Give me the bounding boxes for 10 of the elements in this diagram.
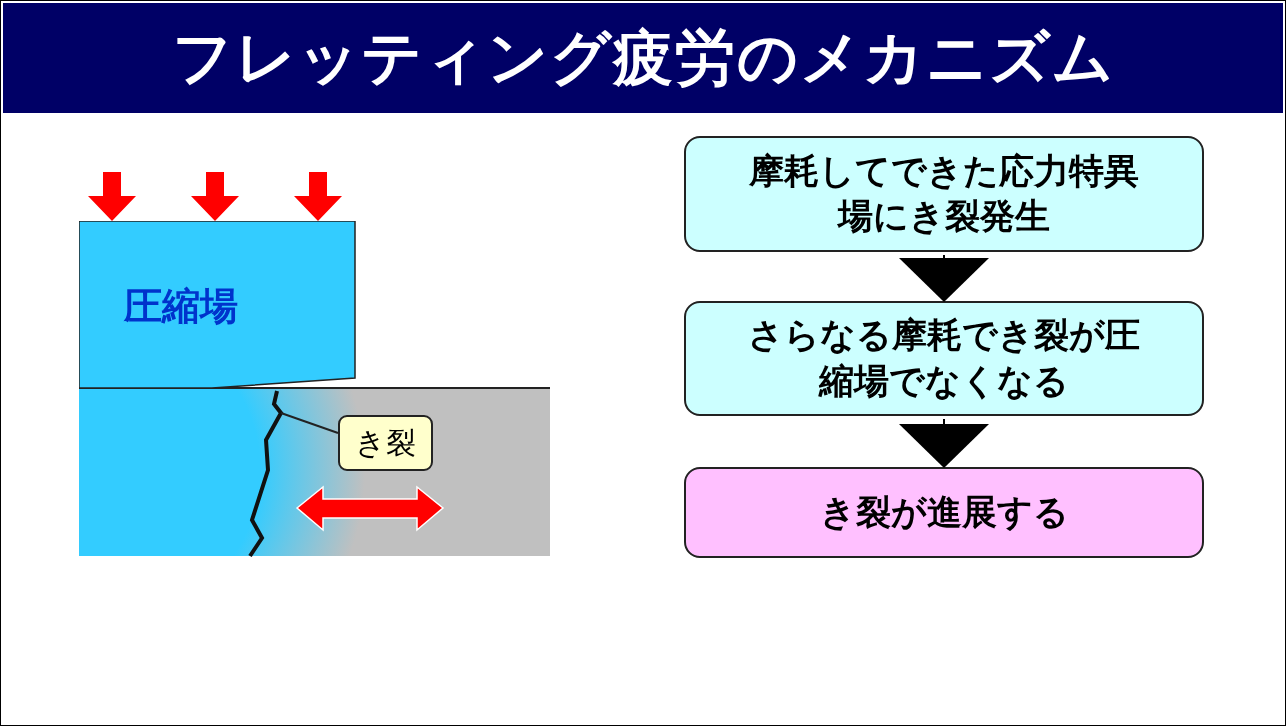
upper-block xyxy=(79,221,356,389)
process-box: き裂が進展する xyxy=(684,467,1204,558)
process-box: 摩耗してできた応力特異場にき裂発生 xyxy=(684,136,1204,252)
flow-arrow xyxy=(899,254,989,302)
callout-bubble: き裂 xyxy=(338,415,433,471)
title-banner: フレッティング疲労のメカニズム xyxy=(3,3,1283,113)
leader-line xyxy=(280,412,339,434)
flow-arrow xyxy=(899,418,989,468)
region-label: 圧縮場 xyxy=(124,283,238,330)
process-box: さらなる摩耗でき裂が圧縮場でなくなる xyxy=(684,301,1204,416)
